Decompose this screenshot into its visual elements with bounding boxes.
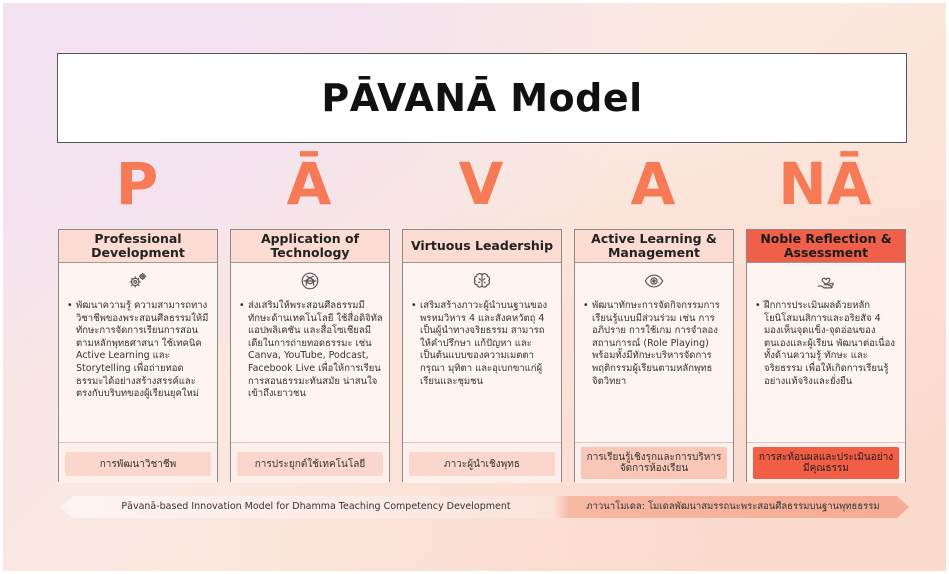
card-heading: Virtuous Leadership — [403, 230, 561, 263]
acronym-letter-a-macron: Ā — [286, 150, 332, 218]
card-body: เสริมสร้างภาวะผู้นำบนฐานของ พรหมวิหาร 4 … — [403, 264, 561, 442]
card-body: ส่งเสริมให้พระสอนศีลธรรมมีทักษะด้านเทคโน… — [231, 264, 389, 442]
acronym-letter-v: V — [458, 150, 504, 218]
card-footer: การพัฒนาวิชาชีพ — [59, 442, 217, 483]
acronym-letter-a: A — [630, 150, 676, 218]
acronym-letter-na: NĀ — [778, 150, 872, 218]
eye-icon — [644, 274, 664, 288]
card-footer-label: การเรียนรู้เชิงรุกและการบริหารจัดการห้อง… — [581, 447, 727, 479]
card-heading: Application of Technology — [231, 230, 389, 263]
card-body: พัฒนาทักษะการจัดกิจกรรมการเรียนรู้แบบมีส… — [575, 264, 733, 442]
card-description: ส่งเสริมให้พระสอนศีลธรรมมีทักษะด้านเทคโน… — [239, 300, 383, 401]
card-footer-label: การพัฒนาวิชาชีพ — [65, 452, 211, 476]
card-heading: Noble Reflection & Assessment — [747, 230, 905, 263]
card-active-learning-management: Active Learning & Management พัฒนาทักษะก… — [574, 229, 734, 483]
card-heading: Professional Development — [59, 230, 217, 263]
openai-knot-icon — [301, 272, 319, 290]
brain-icon — [473, 273, 491, 288]
card-footer: การสะท้อนผลและประเมินอย่างมีคุณธรรม — [747, 442, 905, 483]
banner-thai-title: ภาวนาโมเดล: โมเดลพัฒนาสมรรถนะพระสอนศีลธร… — [586, 501, 880, 512]
card-body: ฝึกการประเมินผลด้วยหลัก โยนิโสมนสิการและ… — [747, 264, 905, 442]
card-professional-development: Professional Development พัฒนาความรู้ คว… — [58, 229, 218, 483]
slide-canvas: PĀVANĀ Model P Ā V A NĀ Professional Dev… — [3, 3, 946, 571]
card-noble-reflection-assessment: Noble Reflection & Assessment ฝึกการประเ… — [746, 229, 906, 483]
banner-arrow — [61, 496, 909, 518]
card-footer: การเรียนรู้เชิงรุกและการบริหารจัดการห้อง… — [575, 442, 733, 483]
card-description: ฝึกการประเมินผลด้วยหลัก โยนิโสมนสิการและ… — [755, 300, 899, 388]
card-description: พัฒนาความรู้ ความสามารถทางวิชาชีพของพระส… — [67, 300, 211, 401]
card-footer-label: ภาวะผู้นำเชิงพุทธ — [409, 452, 555, 476]
acronym-letter-p: P — [115, 150, 159, 218]
card-description: พัฒนาทักษะการจัดกิจกรรมการเรียนรู้แบบมีส… — [583, 300, 727, 388]
card-footer-label: การสะท้อนผลและประเมินอย่างมีคุณธรรม — [753, 447, 899, 479]
card-application-of-technology: Application of Technology ส่งเสริมให้พระ… — [230, 229, 390, 483]
card-footer: การประยุกต์ใช้เทคโนโลยี — [231, 442, 389, 483]
page-title: PĀVANĀ Model — [321, 76, 643, 120]
card-heading: Active Learning & Management — [575, 230, 733, 263]
banner-english-title: Pāvanā-based Innovation Model for Dhamma… — [121, 501, 511, 512]
gears-icon — [129, 272, 147, 288]
title-box: PĀVANĀ Model — [57, 53, 907, 143]
card-footer: ภาวะผู้นำเชิงพุทธ — [403, 442, 561, 483]
card-footer-label: การประยุกต์ใช้เทคโนโลยี — [237, 452, 383, 476]
hand-heart-icon — [817, 277, 834, 289]
card-virtuous-leadership: Virtuous Leadership เสริมสร้างภาวะผู้นำบ… — [402, 229, 562, 483]
card-description: เสริมสร้างภาวะผู้นำบนฐานของ พรหมวิหาร 4 … — [411, 300, 555, 388]
card-body: พัฒนาความรู้ ความสามารถทางวิชาชีพของพระส… — [59, 264, 217, 442]
